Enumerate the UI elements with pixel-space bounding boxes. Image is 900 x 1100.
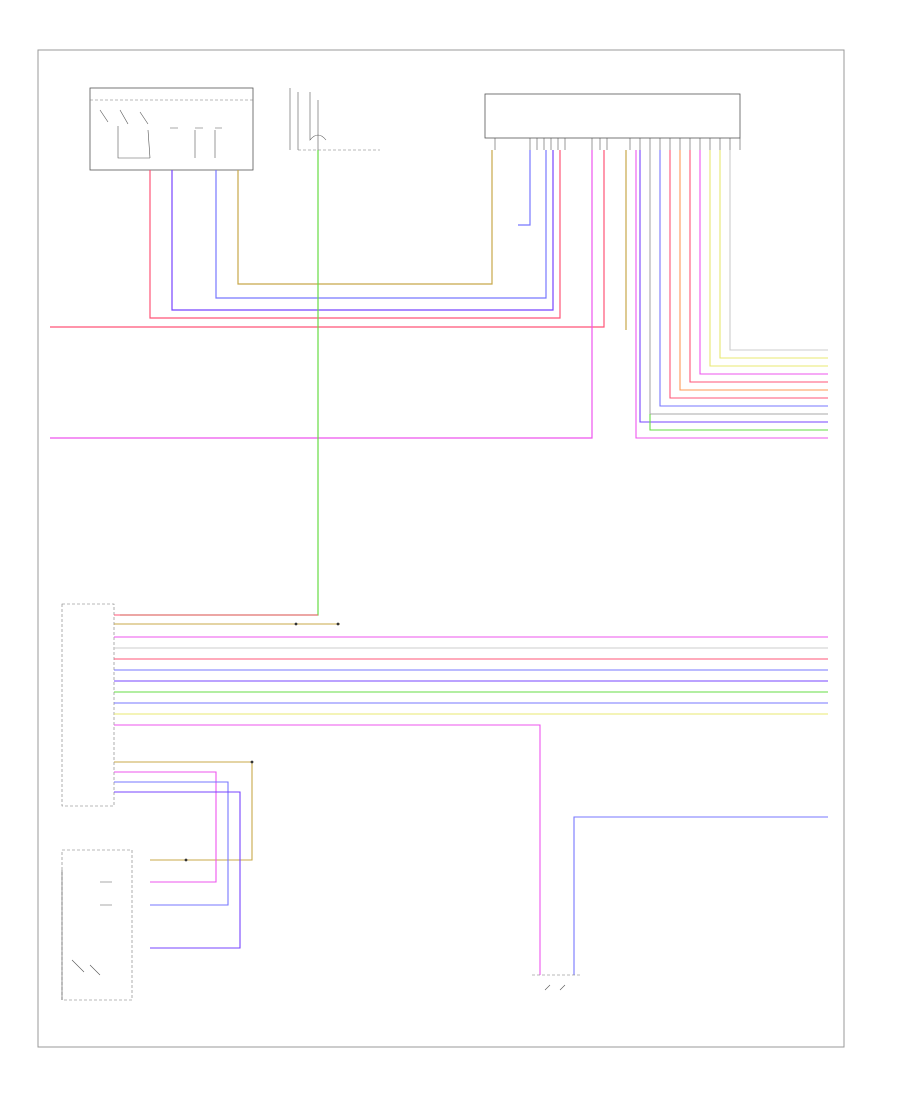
diagram-frame (37, 49, 845, 1048)
top-right-module (484, 93, 741, 150)
right-wire-bundle-top (635, 150, 828, 439)
lower-left-module (61, 603, 115, 807)
wire-red-top (149, 150, 561, 319)
top-center-fuse (289, 88, 380, 151)
wire-blue-top (215, 150, 547, 299)
top-left-switch-assembly (89, 87, 254, 171)
wire-pink-bus (50, 150, 593, 439)
wire-tan-top (237, 150, 493, 285)
wire-violet-top (171, 150, 554, 311)
middle-wire-bundle (114, 614, 828, 975)
bottom-center-motor (532, 974, 582, 991)
lower-wire-group (114, 761, 828, 975)
wire-red-bus (50, 150, 605, 328)
bottom-left-switch (61, 849, 133, 1001)
connector-dots (184, 622, 340, 862)
top-wire-harness (50, 150, 627, 439)
